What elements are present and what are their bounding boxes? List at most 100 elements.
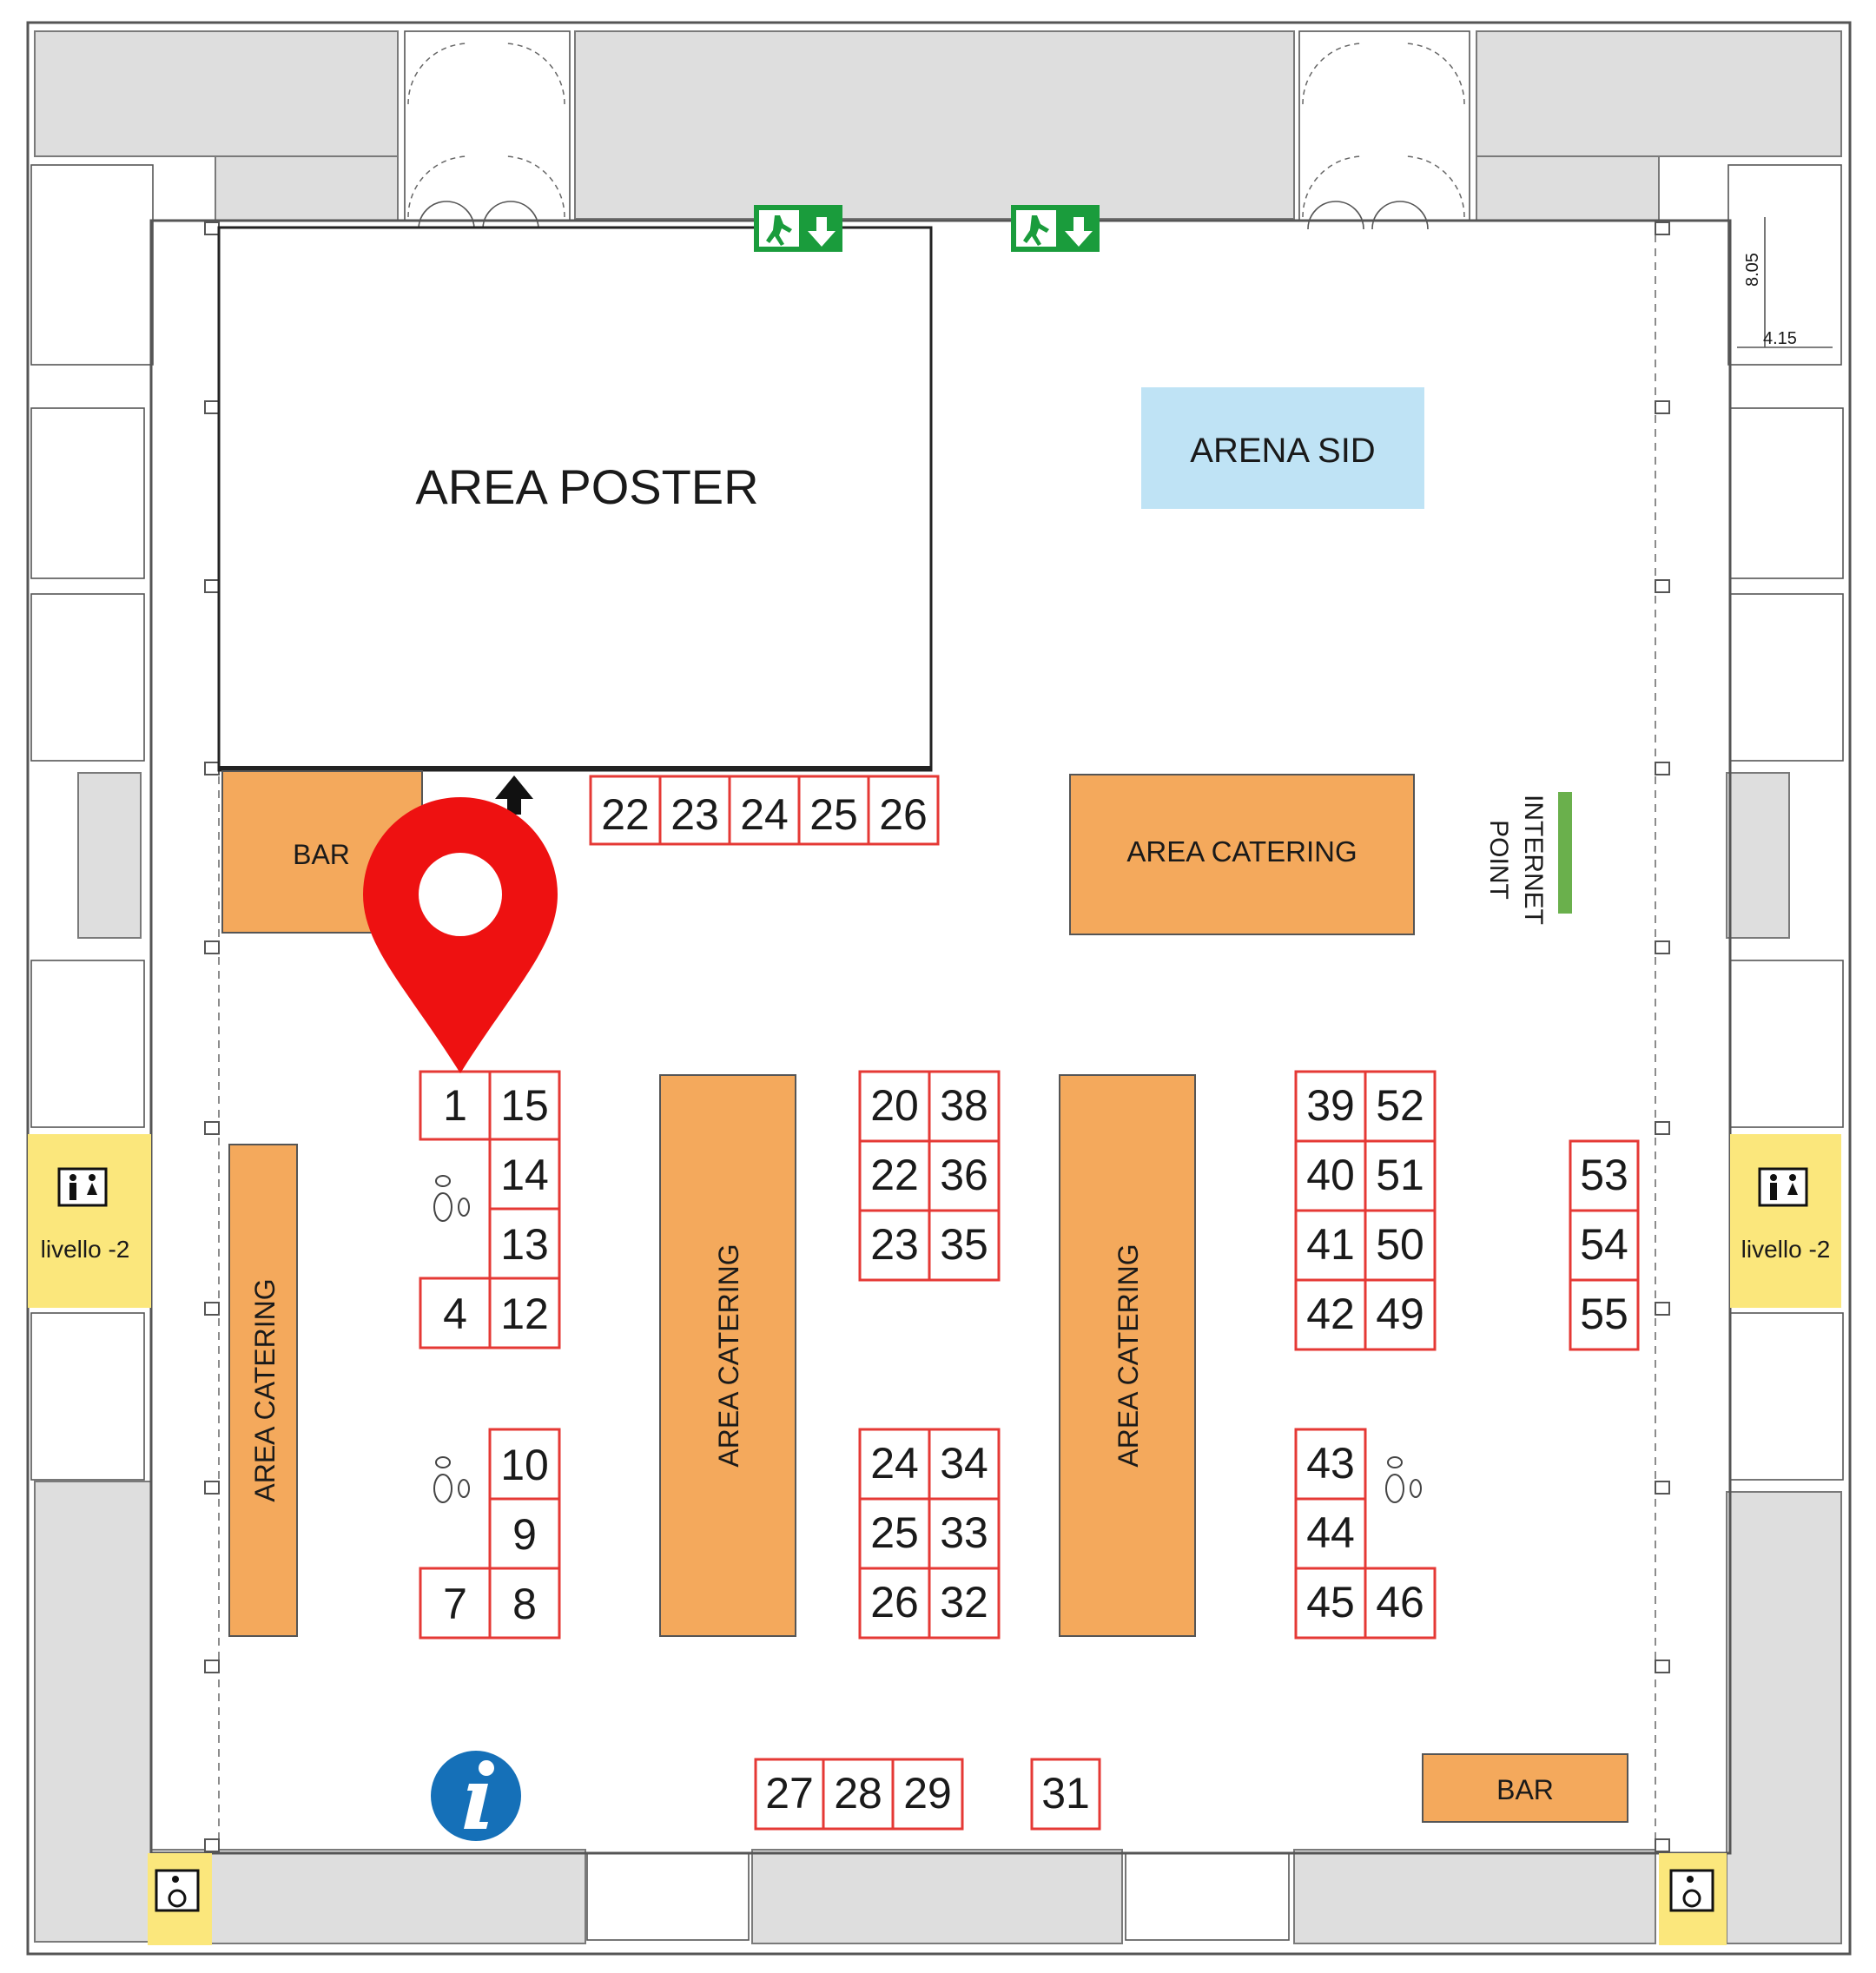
arena-sid[interactable]: ARENA SID [1141,387,1424,509]
arena-sid-label: ARENA SID [1190,432,1375,470]
dimension-width: 4.15 [1763,329,1797,348]
restroom-icon [1758,1167,1808,1207]
booth[interactable]: 22 [589,775,662,846]
restroom-left-label: livello -2 [41,1236,130,1263]
booth[interactable]: 24 [858,1428,931,1501]
booth[interactable]: 9 [488,1497,561,1570]
booth[interactable]: 24 [728,775,801,846]
bar-bottom[interactable]: BAR [1422,1753,1628,1823]
booth[interactable]: 26 [867,775,940,846]
catering-left-label: AREA CATERING [249,1278,281,1501]
bar-top-label: BAR [293,839,350,870]
restroom-right-label: livello -2 [1741,1236,1831,1263]
booth[interactable]: 39 [1294,1070,1367,1143]
booth[interactable]: 50 [1364,1209,1437,1282]
wheelchair-icon [1659,1853,1727,1945]
svg-text:13: 13 [500,1220,549,1269]
internet-point[interactable]: INTERNET POINT [1484,792,1572,925]
restroom-right[interactable]: livello -2 [1730,1134,1841,1308]
booth[interactable]: 55 [1569,1278,1640,1351]
booth[interactable]: 25 [797,775,870,846]
entrance-arrow-icon [495,775,533,815]
svg-text:46: 46 [1376,1578,1424,1627]
svg-text:9: 9 [512,1510,537,1559]
restroom-left[interactable]: livello -2 [28,1134,151,1308]
catering-right[interactable]: AREA CATERING [1059,1074,1196,1637]
svg-text:51: 51 [1376,1151,1424,1199]
booth[interactable]: 31 [1030,1758,1101,1831]
svg-text:24: 24 [870,1439,919,1488]
booth[interactable]: 35 [928,1209,1001,1282]
footprints-icon [433,1175,470,1222]
columns [204,221,1670,1852]
booth[interactable]: 32 [928,1567,1001,1640]
booth[interactable]: 23 [658,775,731,846]
svg-text:23: 23 [670,790,719,839]
booth[interactable]: 12 [488,1277,561,1349]
booth[interactable]: 13 [488,1207,561,1280]
booth[interactable]: 7 [419,1567,492,1640]
svg-text:14: 14 [500,1151,549,1199]
booth[interactable]: 8 [488,1567,561,1640]
booth[interactable]: 34 [928,1428,1001,1501]
svg-text:25: 25 [870,1508,919,1557]
booth[interactable]: 15 [488,1070,561,1141]
booth[interactable]: 10 [488,1428,561,1501]
booth[interactable]: 38 [928,1070,1001,1143]
booth[interactable]: 1 [419,1070,492,1141]
svg-text:53: 53 [1580,1151,1628,1199]
svg-text:24: 24 [740,790,789,839]
booth[interactable]: 33 [928,1497,1001,1570]
svg-text:7: 7 [443,1580,467,1628]
svg-text:26: 26 [879,790,928,839]
svg-text:23: 23 [870,1220,919,1269]
booths: 22 23 24 25 26 1 15 14 13 12 4 10 9 8 7 … [419,775,1640,1831]
svg-text:25: 25 [809,790,858,839]
footprints-icon [433,1456,470,1503]
booth[interactable]: 51 [1364,1139,1437,1212]
booth[interactable]: 28 [822,1758,895,1831]
booth[interactable]: 54 [1569,1209,1640,1282]
booth[interactable]: 20 [858,1070,931,1143]
booth[interactable]: 29 [891,1758,964,1831]
svg-text:52: 52 [1376,1081,1424,1130]
booth[interactable]: 14 [488,1138,561,1211]
catering-top[interactable]: AREA CATERING [1069,774,1415,935]
booth[interactable]: 43 [1294,1428,1367,1501]
catering-center[interactable]: AREA CATERING [659,1074,796,1637]
svg-text:39: 39 [1306,1081,1355,1130]
info-icon[interactable] [431,1751,521,1841]
svg-text:44: 44 [1306,1508,1355,1557]
wheelchair-icon [148,1853,212,1945]
svg-text:4: 4 [443,1290,467,1338]
svg-text:1: 1 [443,1081,467,1130]
location-pin-icon[interactable] [363,797,558,1073]
catering-left[interactable]: AREA CATERING [228,1144,298,1637]
svg-text:28: 28 [834,1769,882,1818]
svg-text:35: 35 [940,1220,988,1269]
booth[interactable]: 36 [928,1139,1001,1212]
svg-text:20: 20 [870,1081,919,1130]
booth[interactable]: 25 [858,1497,931,1570]
booth[interactable]: 42 [1294,1278,1367,1351]
svg-text:42: 42 [1306,1290,1355,1338]
svg-text:22: 22 [870,1151,919,1199]
booth[interactable]: 27 [754,1758,825,1831]
booth[interactable]: 45 [1294,1567,1367,1640]
booth[interactable]: 26 [858,1567,931,1640]
area-poster[interactable]: AREA POSTER [217,226,933,772]
internet-point-line1: INTERNET [1519,795,1548,925]
catering-top-label: AREA CATERING [1126,835,1357,868]
booth[interactable]: 52 [1364,1070,1437,1143]
svg-text:29: 29 [903,1769,952,1818]
booth[interactable]: 41 [1294,1209,1367,1282]
booth[interactable]: 4 [419,1277,492,1349]
booth[interactable]: 23 [858,1209,931,1282]
booth[interactable]: 22 [858,1139,931,1212]
booth[interactable]: 46 [1364,1567,1437,1640]
booth[interactable]: 44 [1294,1497,1367,1570]
booth[interactable]: 40 [1294,1139,1367,1212]
booth[interactable]: 49 [1364,1278,1437,1351]
restroom-icon [57,1167,108,1207]
booth[interactable]: 53 [1569,1139,1640,1212]
